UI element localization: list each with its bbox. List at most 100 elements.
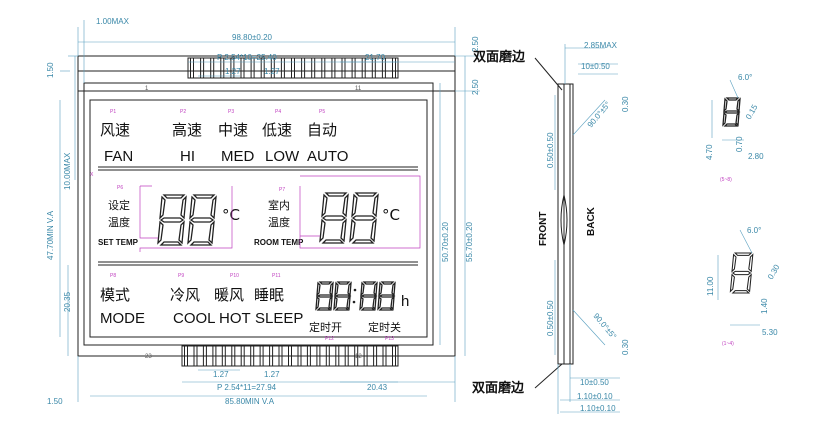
room-temp-cn: 室内 [268,198,290,212]
dim-height-inner: 50.70±0.20 [441,221,450,262]
dim-side-b: 1.10±0.10 [580,404,616,413]
pin-lead [306,345,311,367]
pin-number: 11 [355,86,362,92]
dim-total-width: 98.80±0.20 [232,33,273,42]
dim-thickness: 2.85MAX [584,41,618,50]
pin-lead [325,345,330,367]
pin-label: P9 [178,273,184,279]
dim-top-width: 10±0.50 [581,62,610,71]
pin-lead [331,57,336,79]
dim-pin-gap-a: 1.27 [225,67,241,76]
hour-unit: h [401,293,409,310]
large-angle: 6.0° [747,226,761,235]
hot-label-en: HOT [219,310,251,327]
pin-lead [351,57,356,79]
pin-lead [392,345,396,367]
pin-lead [221,345,226,367]
pin-label: P3 [228,109,234,115]
pin-lead [250,345,255,367]
timer-on-label: 定时开 [309,320,342,334]
pin-label: P2 [180,109,186,115]
dim-angle-top: 90.0°±5° [586,100,613,129]
pin-label: P8 [110,273,116,279]
mid-label-cn: 中速 [218,121,248,139]
small-caption: (5~8) [720,177,732,183]
fan-label-en: FAN [104,148,133,165]
x-mark: X [90,172,94,178]
celsius-icon: °C [222,206,240,224]
dim-side-a: 1.10±0.10 [577,392,613,401]
dim-top-r: 0.30 [621,96,630,112]
side-view: 双面磨边 双面磨边 FRONT BACK 2.85MAX 10±0.50 90.… [472,41,630,414]
top-pins [187,57,399,79]
pin-label: P4 [275,109,281,115]
room-temp-digit [349,192,379,244]
outer-outline [77,55,456,357]
large-height: 11.00 [706,276,715,296]
mode-label-en: MODE [100,310,145,327]
pin-label: P11 [272,273,281,279]
pin-lead [311,57,316,79]
bottom-pins [181,345,399,367]
pin-lead [250,57,255,79]
dim-pitch-bottom: P 2.54*11=27.94 [217,383,277,392]
pin-lead [278,345,283,367]
front-view: 1 11 23 12 P1 P2 P3 P4 P5 P6 P7 P8 P9 P1… [46,17,480,406]
dim-va-width: 85.80MIN V.A [225,397,275,406]
timer-off-label: 定时关 [368,320,401,334]
dim-pitch-top: P 2.54*10=25.40 [217,53,277,62]
dim-top-right: 21.70 [365,53,386,62]
celsius-icon: °C [382,206,400,224]
large-caption: (1~4) [722,341,734,347]
pin-lead [341,57,346,79]
digit-detail-large: 6.0° 0.30 11.00 1.40 5.30 (1~4) [706,226,782,347]
dim-bot-right: 20.43 [367,383,388,392]
hot-label-cn: 暖风 [214,286,244,304]
room-temp-en: ROOM TEMP [254,238,304,247]
timer-digit [315,281,334,311]
pin-lead [316,345,321,367]
high-label-cn: 高速 [172,121,202,139]
small-seg-w: 0.15 [744,103,760,121]
pin-lead [193,345,198,367]
large-seg-w: 0.30 [766,263,782,281]
timer-digit [377,281,396,311]
auto-label-en: AUTO [307,148,348,165]
glass-outline [83,82,434,346]
pin-lead [344,345,349,367]
front-label: FRONT [538,212,549,246]
dim-bot-gap-a: 1.27 [213,370,229,379]
sleep-label-cn: 睡眠 [254,286,284,304]
dim-bot-l: 0.50±0.50 [546,300,555,336]
set-temp-en: SET TEMP [98,238,139,247]
pin-label: P1 [110,109,116,115]
dim-top-max: 1.00MAX [96,17,130,26]
pin-lead [301,57,306,79]
pin-number: 23 [145,354,152,360]
pin-lead [200,57,205,79]
pin-number: 12 [355,354,362,360]
pin-lead [280,57,285,79]
pin-label: P7 [279,187,285,193]
pin-lead [354,345,359,367]
pin-lead [371,57,376,79]
back-label: BACK [586,206,597,236]
dim-bot-left: 1.50 [47,397,63,406]
pin-lead [363,345,368,367]
pin-label: P5 [319,109,325,115]
edge-grinding-label-bottom: 双面磨边 [472,380,525,396]
timer-digit [333,281,352,311]
pin-lead [190,57,194,79]
pin-lead [270,57,275,79]
dim-pin-gap-b: 1.27 [264,67,280,76]
small-w1: 0.70 [735,136,744,152]
small-height: 4.70 [705,144,714,160]
small-angle: 6.0° [738,73,752,82]
cool-label-en: COOL [173,310,216,327]
pin-lead [392,57,396,79]
pin-lead [335,345,340,367]
dim-bot-r: 0.30 [621,339,630,355]
pin-lead [260,57,265,79]
pin-label: P12 [325,336,334,342]
